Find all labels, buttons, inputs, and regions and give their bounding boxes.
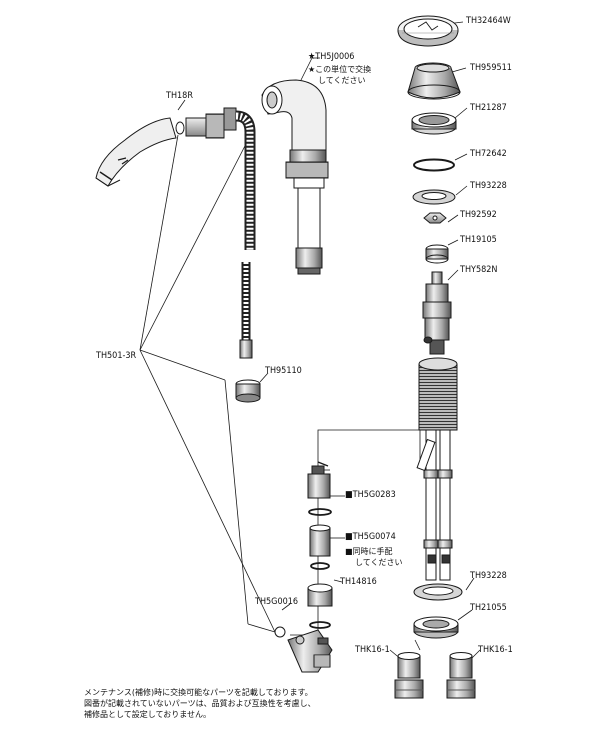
spring-seat [425,244,449,264]
joint-nut [235,379,261,403]
spout-assembly [95,79,333,673]
part-label-th95110: TH95110 [265,366,302,376]
spout-adapter [175,107,237,139]
handle-cap [397,15,459,47]
part-label-th32464w: TH32464W [466,16,511,26]
washer-top [412,189,456,205]
cover-ring [407,62,461,100]
part-label-th5g0074: ■TH5G0074 [345,532,396,542]
part-label-thk16-1-right: THK16-1 [478,645,513,655]
o-ring [413,158,455,172]
small-nut [423,212,447,224]
lower-pipes [416,429,453,581]
part-label-th72642: TH72642 [470,149,507,159]
part-label-thy582n: THY582N [460,265,498,275]
tee-joint [274,626,333,673]
washer-bottom [413,583,463,601]
part-label-th5g0283: ■TH5G0283 [345,490,396,500]
body-thread [418,357,458,431]
stop-valve-left [394,652,424,699]
part-label-th93228-top: TH93228 [470,181,507,191]
part-label-th21055: TH21055 [470,603,507,613]
stop-valve-right [446,652,476,699]
spout [95,117,177,187]
flex-hose [235,110,256,359]
lock-nut [413,616,459,639]
elbow-body [261,79,329,275]
cartridge [422,271,452,355]
footer-note-line3: 補修品として設定しておりません。 [84,710,212,719]
part-label-th501-3r: TH501-3R [96,351,137,361]
note-swap-unit-line2: してください [318,76,366,85]
part-label-th5j0006: ★TH5J0006 [308,52,355,62]
valve-body [309,524,331,570]
part-label-thk16-1-left: THK16-1 [355,645,390,655]
check-valve [307,461,332,516]
note-same-time-line2: してください [355,558,403,567]
square-marker: ■ [345,490,353,500]
part-label-th18r: TH18R [166,91,193,101]
part-label-th14816: TH14816 [340,577,377,587]
part-label-th92592: TH92592 [460,210,497,220]
part-label-th5g0016: TH5G0016 [255,597,299,607]
part-label-th959511: TH959511 [470,63,512,73]
part-label-th93228-bottom: TH93228 [470,571,507,581]
star-marker: ★ [308,52,316,62]
part-label-th21287: TH21287 [470,103,507,113]
fixing-nut [411,112,457,135]
footer-note-line1: メンテナンス(補修)時に交換可能なパーツを記載しております。 [84,688,313,697]
part-label-th19105: TH19105 [460,235,497,245]
square-marker: ■ [345,532,353,542]
note-swap-unit-line1: ★この単位で交換 [308,65,372,74]
note-same-time-line1: ■同時に手配 [345,547,393,556]
union-nut [307,583,333,629]
footer-note-line2: 図番が記載されていないパーツは、品質および互換性を考慮し、 [84,699,316,708]
right-stack [394,15,476,699]
